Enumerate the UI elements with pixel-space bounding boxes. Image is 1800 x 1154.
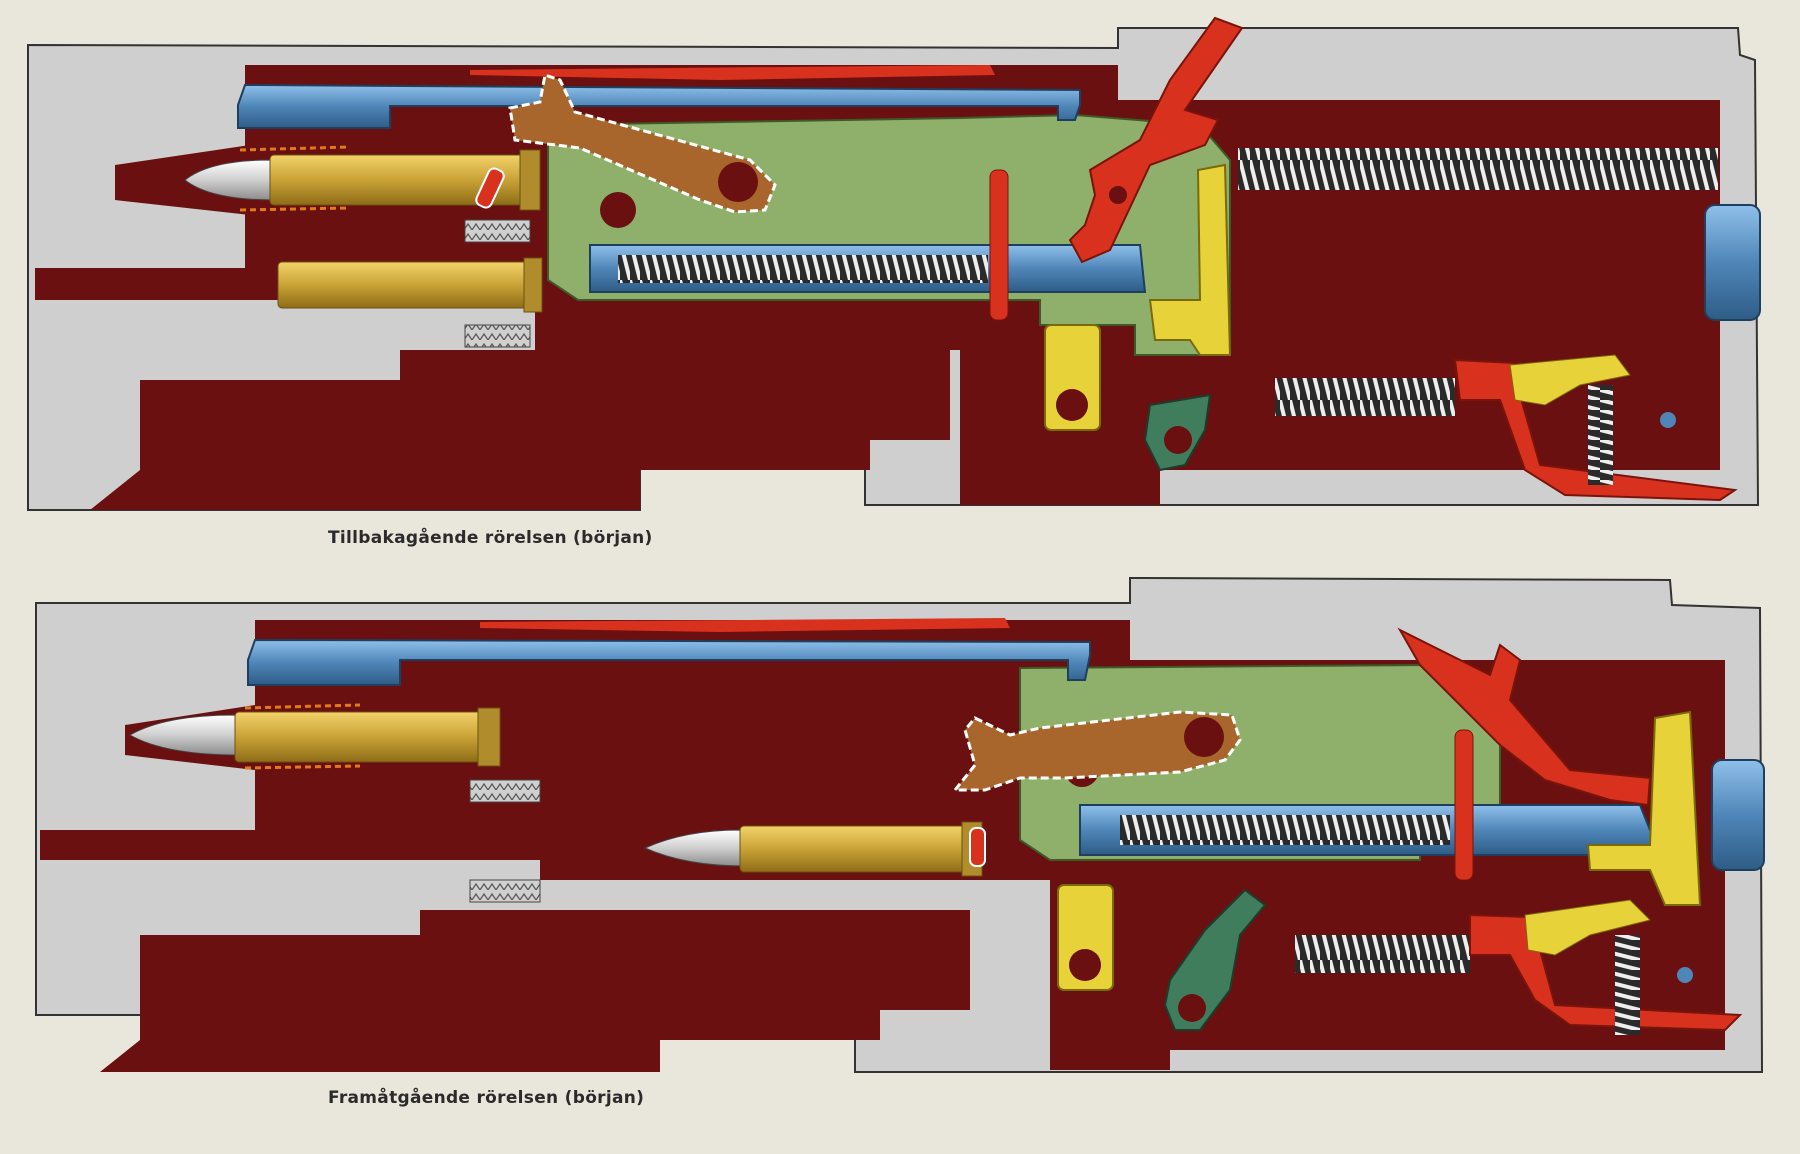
caption-counter-recoil: Framåtgående rörelsen (början) (328, 1088, 645, 1108)
receiver-cavity-lower (90, 350, 950, 510)
firing-pin (989, 169, 1009, 321)
extractor-claw (969, 827, 986, 867)
magazine-spring-dash-top (239, 145, 351, 152)
cartridge-lower-rim (523, 257, 543, 313)
top-rail (247, 638, 1091, 686)
extractor-lever (508, 73, 777, 214)
cartridge-upper-case (234, 711, 491, 763)
magazine-spring-dash-bottom (239, 206, 351, 212)
cocking-lever (1397, 627, 1652, 807)
trigger-pin (1677, 967, 1693, 983)
extractor-pivot (718, 162, 758, 202)
main-spring (1238, 148, 1718, 190)
yellow-block-hole (1069, 949, 1101, 981)
bolt-spring (1120, 815, 1450, 845)
lower-spring (1295, 935, 1470, 973)
top-rail (237, 83, 1081, 129)
yellow-latch (1148, 163, 1232, 356)
buffer-end (1704, 204, 1761, 321)
panel-counter-recoil (35, 576, 1765, 1073)
extractor-claw (475, 167, 505, 209)
lower-spring (1275, 378, 1455, 416)
trigger-spring (1615, 935, 1640, 1035)
yellow-block-hole (1056, 389, 1088, 421)
sear-rod-top (470, 65, 995, 80)
cartridge-upper-rim (519, 149, 541, 211)
bolt-hole (600, 192, 636, 228)
trigger-pin (1660, 412, 1676, 428)
sear-rod-top (480, 618, 1010, 632)
extractor-pivot (1184, 717, 1224, 757)
yellow-latch (1586, 710, 1702, 906)
firing-pin (1454, 729, 1474, 881)
buffer-end (1711, 759, 1765, 871)
cartridge-lower-case (739, 825, 971, 873)
magazine-spring-dash-top (244, 703, 361, 710)
cartridge-upper-rim (477, 707, 501, 767)
caption-recoil: Tillbakagående rörelsen (början) (328, 528, 653, 548)
barrel-thread-lower (464, 324, 531, 348)
barrel-bore (40, 830, 535, 860)
cocking-lever-pivot (1578, 739, 1596, 757)
extractor-lever (951, 710, 1242, 792)
trigger-disconnector-hole (1178, 994, 1206, 1022)
barrel-thread-upper (464, 219, 531, 243)
bolt-spring (618, 255, 988, 283)
trigger-spring (1588, 385, 1613, 485)
panel-recoil (27, 16, 1761, 511)
barrel-thread-lower (469, 879, 541, 903)
trigger-disconnector-hole (1164, 426, 1192, 454)
cartridge-lower-case (277, 261, 537, 309)
barrel-thread-upper (469, 779, 541, 803)
magazine-spring-dash-bottom (244, 764, 361, 770)
receiver-cavity-lower (100, 910, 970, 1072)
trigger-yellow-arm (1524, 899, 1651, 956)
trigger-yellow-arm (1509, 354, 1631, 406)
cocking-lever-pivot (1109, 186, 1127, 204)
